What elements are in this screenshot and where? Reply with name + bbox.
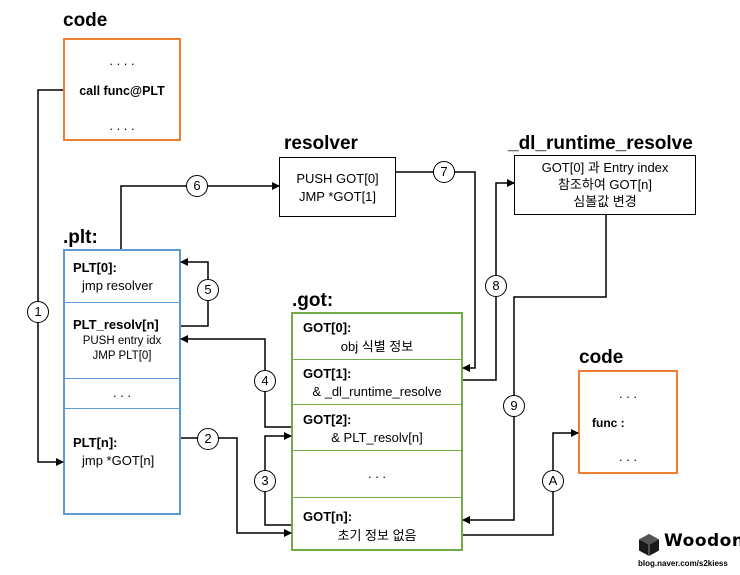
plt-n-name: PLT[n]: [73, 435, 118, 450]
step-8-marker: 8 [485, 275, 507, 297]
got-0-desc: obj 식별 정보 [340, 339, 414, 354]
step-1-marker: 1 [27, 301, 49, 323]
got-dots-cell: . . . [293, 451, 461, 498]
arrow-6 [120, 182, 280, 249]
got-n-name: GOT[n]: [303, 509, 353, 524]
arrow-1 [37, 89, 64, 466]
step-4-marker: 4 [254, 370, 276, 392]
got-n-cell: GOT[n]: 초기 정보 없음 [293, 498, 461, 549]
plt-0-code: jmp resolver [82, 278, 153, 293]
plt-n-code: jmp *GOT[n] [82, 453, 155, 468]
got-n-desc: 초기 정보 없음 [337, 528, 417, 543]
got-1-cell: GOT[1]: & _dl_runtime_resolve [293, 360, 461, 405]
step-2-marker: 2 [197, 428, 219, 450]
plt-dots: . . . [112, 385, 132, 400]
got-table: GOT[0]: obj 식별 정보 GOT[1]: & _dl_runtime_… [291, 312, 463, 551]
resolver-title: resolver [284, 133, 358, 154]
plt-0-cell: PLT[0]: jmp resolver [65, 251, 179, 303]
got-1-desc: & _dl_runtime_resolve [312, 384, 442, 399]
code-bottom-box: . . . func : . . . [578, 370, 678, 474]
plt-dots-cell: . . . [65, 379, 179, 409]
plt-title: .plt: [63, 227, 98, 248]
dl-runtime-resolve-title: _dl_runtime_resolve [508, 133, 693, 154]
dl-line-2: 참조하여 GOT[n] [557, 177, 653, 192]
code-bottom-func: func : [592, 416, 625, 430]
step-3-marker: 3 [254, 470, 276, 492]
dl-line-1: GOT[0] 과 Entry index [541, 160, 669, 175]
resolver-line-1: PUSH GOT[0] [296, 171, 379, 186]
step-A-marker: A [542, 470, 564, 492]
dl-line-3: 심볼값 변경 [573, 194, 637, 209]
code-top-dots-1: . . . . [109, 53, 135, 68]
got-0-name: GOT[0]: [303, 320, 352, 335]
step-9-marker: 9 [503, 395, 525, 417]
step-5-marker: 5 [197, 279, 219, 301]
code-top-box: . . . . call func@PLT . . . . [63, 38, 181, 141]
plt-resolv-name: PLT_resolv[n] [73, 317, 159, 332]
arrow-9 [462, 215, 607, 524]
code-top-call: call func@PLT [79, 84, 165, 98]
code-bottom-dots-1: . . . [618, 386, 638, 401]
got-2-cell: GOT[2]: & PLT_resolv[n] [293, 405, 461, 451]
plt-resolv-cell: PLT_resolv[n] PUSH entry idx JMP PLT[0] [65, 303, 179, 379]
cube-logo-icon [639, 534, 659, 556]
watermark-name: Woodong [664, 531, 740, 551]
got-2-desc: & PLT_resolv[n] [331, 430, 423, 445]
got-1-name: GOT[1]: [303, 366, 352, 381]
watermark-url: blog.naver.com/s2kiess [638, 559, 728, 568]
code-top-title: code [63, 10, 108, 31]
step-6-marker: 6 [186, 175, 208, 197]
plt-table: PLT[0]: jmp resolver PLT_resolv[n] PUSH … [63, 249, 181, 515]
plt-resolv-code-1: PUSH entry idx [82, 335, 162, 347]
resolver-line-2: JMP *GOT[1] [298, 189, 377, 204]
got-title: .got: [292, 290, 334, 311]
dl-runtime-resolve-box: GOT[0] 과 Entry index 참조하여 GOT[n] 심볼값 변경 [514, 155, 696, 215]
code-bottom-dots-2: . . . [618, 449, 638, 464]
got-dots: . . . [367, 466, 387, 481]
plt-n-cell: PLT[n]: jmp *GOT[n] [65, 409, 179, 513]
code-top-dots-2: . . . . [109, 118, 135, 133]
step-7-marker: 7 [433, 161, 455, 183]
plt-resolv-code-2: JMP PLT[0] [92, 350, 152, 362]
plt-0-name: PLT[0]: [73, 260, 117, 275]
arrow-7 [396, 171, 476, 372]
got-0-cell: GOT[0]: obj 식별 정보 [293, 314, 461, 360]
got-2-name: GOT[2]: [303, 412, 352, 427]
code-bottom-title: code [579, 347, 624, 368]
